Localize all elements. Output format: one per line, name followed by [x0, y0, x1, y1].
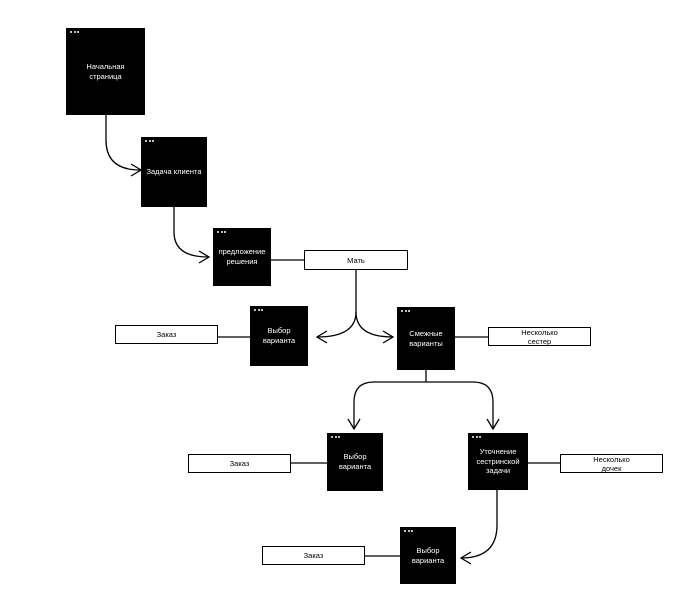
window-dots-icon	[145, 140, 154, 142]
node-label: Начальная страница	[86, 61, 125, 81]
connector-refine-choice3	[460, 490, 498, 559]
window-dots-icon	[401, 310, 410, 312]
tag-label: Мать	[347, 255, 365, 265]
arrowhead	[382, 330, 395, 344]
window-dots-icon	[70, 31, 79, 33]
connector-start-task	[105, 115, 141, 171]
node-sister-task-refine[interactable]: Уточнение сестринской задачи	[468, 433, 528, 490]
arrowhead	[459, 551, 472, 565]
window-dots-icon	[472, 436, 481, 438]
node-variant-choice[interactable]: Выбор варианта	[250, 306, 308, 366]
node-label: предложение решения	[218, 247, 266, 266]
node-label: Смежные варианты	[409, 328, 443, 348]
connector-split-related	[355, 311, 394, 338]
tag-several-daughters[interactable]: Несколько дочек	[560, 454, 663, 473]
node-label: Уточнение сестринской задачи	[476, 446, 520, 476]
window-dots-icon	[331, 436, 340, 438]
window-dots-icon	[404, 530, 413, 532]
tag-label: Несколько дочек	[593, 454, 630, 473]
tag-order[interactable]: Заказ	[188, 454, 291, 473]
node-solution-offer[interactable]: предложение решения	[213, 228, 271, 286]
tag-order[interactable]: Заказ	[115, 325, 218, 344]
connector-branch-refine	[426, 381, 494, 428]
tag-label: Заказ	[156, 330, 177, 339]
tag-mother[interactable]: Мать	[304, 250, 408, 270]
node-label: Задача клиента	[146, 167, 202, 177]
tag-label: Несколько сестер	[521, 327, 558, 346]
window-dots-icon	[217, 231, 226, 233]
window-dots-icon	[254, 309, 263, 311]
arrowhead	[486, 418, 500, 431]
arrowhead	[198, 250, 211, 264]
node-variant-choice[interactable]: Выбор варианта	[327, 433, 383, 491]
node-client-task[interactable]: Задача клиента	[141, 137, 207, 207]
node-label: Выбор варианта	[411, 545, 445, 565]
node-label: Выбор варианта	[262, 326, 296, 345]
tag-label: Заказ	[303, 551, 324, 560]
node-related-variants[interactable]: Смежные варианты	[397, 307, 455, 370]
node-variant-choice[interactable]: Выбор варианта	[400, 527, 456, 584]
node-start-page[interactable]: Начальная страница	[66, 28, 145, 115]
tag-label: Заказ	[229, 459, 250, 468]
arrowhead	[315, 330, 328, 344]
connector-branch-choice2	[353, 381, 426, 428]
tag-several-sisters[interactable]: Несколько сестер	[488, 327, 591, 346]
node-label: Выбор варианта	[338, 452, 372, 471]
arrowhead	[347, 418, 361, 431]
connector-task-offer	[173, 207, 209, 258]
tag-order[interactable]: Заказ	[262, 546, 365, 565]
